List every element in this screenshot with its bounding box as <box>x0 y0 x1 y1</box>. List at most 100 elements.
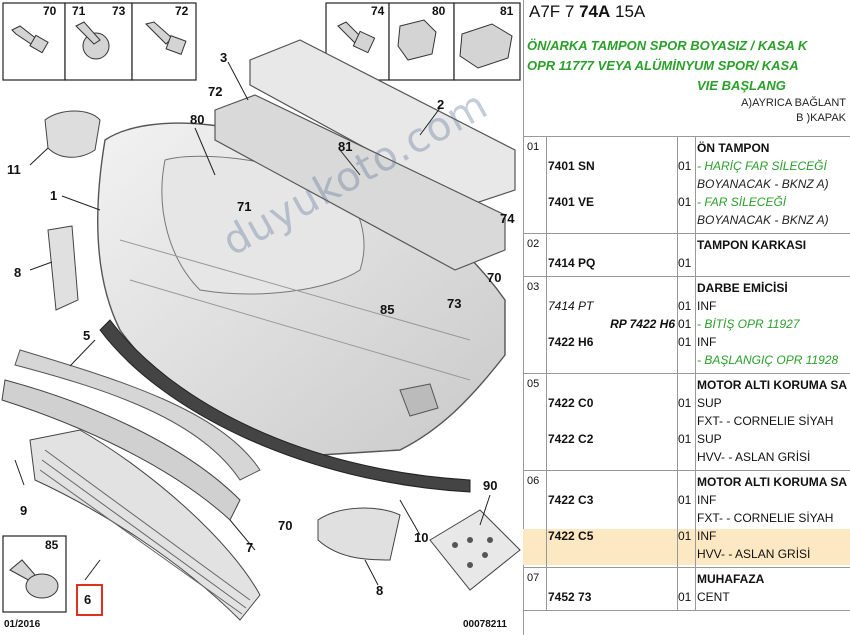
callout-2: 2 <box>437 97 445 112</box>
part-code: RP 7422 H6 <box>610 317 675 331</box>
part-desc: INF <box>697 299 717 313</box>
part-desc: INF <box>697 493 717 507</box>
bumper-beam <box>249 39 516 206</box>
inset-label: 70 <box>43 4 57 18</box>
callout-8-bottom: 8 <box>376 583 384 598</box>
part-code: 7422 C2 <box>548 432 594 446</box>
fastener-kit <box>429 509 521 591</box>
callout-1: 1 <box>50 188 58 203</box>
part-qty: 01 <box>678 493 692 507</box>
part-qty: 01 <box>678 317 692 331</box>
reference-code: A7F 7 74A 15A <box>529 2 645 22</box>
row-title: ÖN TAMPON <box>697 141 770 155</box>
row-number: 05 <box>527 378 540 390</box>
col-num: 03 <box>523 277 547 373</box>
callout-11: 11 <box>7 162 21 177</box>
callout-81: 81 <box>338 139 353 154</box>
row-highlight <box>523 529 850 565</box>
part-qty: 01 <box>678 159 692 173</box>
inset-label: 74 <box>371 4 385 18</box>
part-code: 7414 PT <box>548 299 594 313</box>
part-code: 7422 C3 <box>548 493 594 507</box>
part-code: 7422 C5 <box>548 529 594 543</box>
col-code: 7422 C3 7422 C5 <box>546 471 678 567</box>
parts-list-panel: A7F 7 74A 15A ÖN/ARKA TAMPON SPOR BOYASI… <box>523 0 850 635</box>
col-desc: MOTOR ALTI KORUMA SA SUP FXT- - CORNELIE S… <box>695 374 850 470</box>
inset-label: 80 <box>432 4 446 18</box>
col-num: 07 <box>523 568 547 610</box>
row-title: MOTOR ALTI KORUMA SA <box>697 475 847 489</box>
col-num: 01 <box>523 137 547 233</box>
callout-8-left: 8 <box>14 265 22 280</box>
callout-3: 3 <box>220 50 228 65</box>
callout-6: 6 <box>84 592 92 607</box>
highlight-box-6 <box>76 584 103 616</box>
ref-bold: 74A <box>579 2 611 21</box>
callout-71: 71 <box>237 199 252 214</box>
part-desc: CENT <box>697 590 730 604</box>
col-qty: 01 <box>677 568 696 610</box>
col-qty: 01 <box>677 234 696 276</box>
parts-row[interactable]: 03 7414 PT RP 7422 H6 7422 H6 01 01 01 DARBE EM… <box>523 277 850 374</box>
brand-badge <box>44 110 101 158</box>
col-desc: TAMPON KARKASI <box>695 234 850 276</box>
part-qty: 01 <box>678 256 692 270</box>
inset-label: 72 <box>175 4 189 18</box>
parts-diagram: 70 71 73 72 74 80 81 85 1 2 3 5 6 7 8 8 … <box>1 0 524 635</box>
row-title: TAMPON KARKASI <box>697 238 807 252</box>
note-line: A)AYRICA BAĞLANT <box>741 97 846 109</box>
callout-85: 85 <box>380 302 395 317</box>
callout-9: 9 <box>20 503 28 518</box>
callout-70-right: 70 <box>487 270 502 285</box>
col-num: 06 <box>523 471 547 567</box>
part-desc: SUP <box>697 396 722 410</box>
diagram-number: 00078211 <box>463 619 507 630</box>
row-title: DARBE EMİCİSİ <box>697 281 788 295</box>
part-code: 7422 H6 <box>548 335 594 349</box>
bracket-shape-81 <box>459 23 513 69</box>
inset-label: 73 <box>112 4 126 18</box>
notes: A)AYRICA BAĞLANT B )KAPAK <box>741 96 846 126</box>
row-number: 07 <box>527 572 540 584</box>
row-number: 03 <box>527 281 540 293</box>
part-desc: HVV- - ASLAN GRİSİ <box>697 450 811 464</box>
header-line: VIE BAŞLANG <box>697 78 786 93</box>
part-qty: 01 <box>678 335 692 349</box>
header-line: OPR 11777 VEYA ALÜMİNYUM SPOR/ KASA <box>527 58 799 73</box>
row-title: MOTOR ALTI KORUMA SA <box>697 378 847 392</box>
part-qty: 01 <box>678 299 692 313</box>
inset-label: 71 <box>72 4 86 18</box>
callout-7: 7 <box>246 540 254 555</box>
callout-90: 90 <box>483 478 498 493</box>
col-num: 05 <box>523 374 547 470</box>
callout-70-bottom: 70 <box>278 518 293 533</box>
col-code: 7414 PT RP 7422 H6 7422 H6 <box>546 277 678 373</box>
clip-shape-80 <box>397 19 437 61</box>
note-line: B )KAPAK <box>796 112 846 124</box>
part-code: 7422 C0 <box>548 396 594 410</box>
col-code: 7422 C0 7422 C2 <box>546 374 678 470</box>
bumper-exploded-view <box>1 2 521 621</box>
bumper-vent-right <box>399 383 439 417</box>
part-desc: - BAŞLANGIÇ OPR 11928 <box>697 353 839 367</box>
part-code: 7401 SN <box>548 159 595 173</box>
part-desc: BOYANACAK - BKNZ A) <box>697 177 829 191</box>
callout-10: 10 <box>414 530 429 545</box>
part-desc: FXT- - CORNELIE SİYAH <box>697 414 834 428</box>
ref-prefix: A7F 7 <box>529 2 575 21</box>
diagram-date: 01/2016 <box>4 619 41 630</box>
callout-73: 73 <box>447 296 462 311</box>
part-qty: 01 <box>678 590 692 604</box>
header-line: ÖN/ARKA TAMPON SPOR BOYASIZ / KASA K <box>527 38 808 53</box>
part-qty: 01 <box>678 432 692 446</box>
part-desc: SUP <box>697 432 722 446</box>
